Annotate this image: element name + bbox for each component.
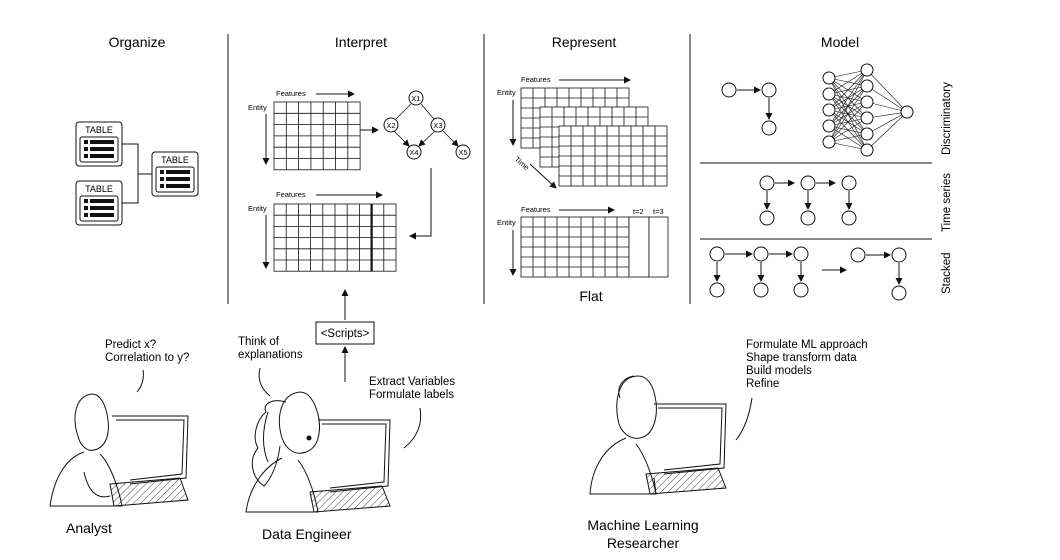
neural-network	[822, 63, 914, 157]
grid-block	[273, 203, 397, 272]
stacked-label: Stacked	[941, 252, 953, 294]
grid-layer	[558, 125, 668, 187]
nn-edge	[866, 111, 908, 151]
time-series-model	[759, 175, 857, 226]
table-icon: TABLE	[75, 121, 123, 167]
organize-tables: TABLE TABLE TABLE	[75, 121, 199, 226]
nn-edge	[866, 111, 908, 135]
researcher-figure	[589, 375, 727, 495]
flat-grid	[520, 216, 669, 278]
table-icon: TABLE	[151, 151, 199, 197]
time-series-label: Time series	[941, 173, 953, 232]
time-stacked-grids	[520, 87, 668, 187]
discriminatory-simple-model	[721, 82, 777, 136]
model-section: Discriminatory Time series Stacked	[700, 63, 953, 301]
researcher-bubble-line-4: Refine	[746, 378, 779, 390]
grid-block	[273, 101, 361, 171]
role-researcher-line-2: Researcher	[607, 535, 680, 551]
nn-node	[860, 95, 874, 109]
nn-node	[860, 79, 874, 93]
interpret-section: Features Entity X1 X2 X3 X4 X5 Features …	[248, 89, 471, 272]
entity-label: Entity	[497, 88, 516, 97]
researcher-bubble-line-1: Formulate ML approach	[746, 339, 868, 351]
column-dividers	[227, 34, 691, 304]
role-engineer: Data Engineer	[262, 526, 352, 542]
features-label: Features	[521, 205, 551, 214]
header-represent: Represent	[552, 34, 617, 50]
features-label: Features	[276, 190, 306, 199]
nn-node	[860, 111, 874, 125]
nn-edge	[828, 101, 868, 143]
nn-node	[900, 105, 914, 119]
engineer-think-line-2: explanations	[238, 349, 303, 361]
node-x2: X2	[386, 121, 395, 130]
nn-node	[860, 127, 874, 141]
t2-label: t=2	[633, 207, 644, 216]
node-x3: X3	[433, 121, 442, 130]
engineer-think-line-1: Think of	[238, 336, 280, 348]
nn-node	[822, 71, 836, 85]
header-organize: Organize	[109, 34, 166, 50]
engineer-figure	[245, 391, 391, 513]
discriminatory-label: Discriminatory	[941, 82, 953, 155]
grid-block	[520, 216, 630, 278]
engineer-extract-line-1: Extract Variables	[369, 376, 455, 388]
time-label: Time	[513, 155, 531, 172]
entity-label: Entity	[497, 218, 516, 227]
t3-label: t=3	[653, 207, 664, 216]
nn-node	[822, 119, 836, 133]
feature-grid	[273, 101, 361, 171]
represent-section: Features Entity Time Features t=2 t=3 En…	[497, 75, 669, 304]
scripts-box: <Scripts>	[321, 328, 370, 340]
nn-edge	[828, 117, 868, 143]
node-x1: X1	[411, 94, 420, 103]
nn-edge	[866, 111, 908, 119]
researcher-bubble-line-3: Build models	[746, 365, 812, 377]
table-label: TABLE	[85, 125, 113, 135]
feature-grid-extended	[273, 203, 397, 272]
entity-label: Entity	[248, 103, 267, 112]
features-label: Features	[276, 89, 306, 98]
role-analyst: Analyst	[66, 520, 112, 536]
analyst-bubble-line-2: Correlation to y?	[105, 352, 189, 364]
nn-edge	[828, 69, 868, 95]
time-step-column	[628, 216, 650, 278]
node-x5: X5	[458, 148, 467, 157]
table-label: TABLE	[85, 184, 113, 194]
nn-edges	[828, 69, 908, 151]
nn-node	[860, 143, 874, 157]
nn-edge	[866, 85, 908, 113]
nn-node	[822, 87, 836, 101]
nn-edge	[828, 69, 868, 111]
analyst-figure	[49, 393, 189, 507]
role-researcher-line-1: Machine Learning	[587, 517, 698, 533]
table-label: TABLE	[161, 155, 189, 165]
nn-edge	[866, 69, 908, 113]
entity-label: Entity	[248, 204, 267, 213]
engineer-extract-line-2: Formulate labels	[369, 389, 454, 401]
nn-edge	[828, 69, 868, 143]
nn-edge	[828, 85, 868, 143]
analyst-bubble-line-1: Predict x?	[105, 339, 156, 351]
header-model: Model	[821, 34, 859, 50]
researcher-bubble-line-2: Shape transform data	[746, 352, 857, 364]
table-icon: TABLE	[75, 180, 123, 226]
causal-graph: X1 X2 X3 X4 X5	[383, 90, 471, 160]
node-x4: X4	[409, 148, 418, 157]
stacked-model	[709, 246, 907, 301]
nn-node	[822, 103, 836, 117]
time-step-column	[648, 216, 669, 278]
nn-node	[822, 135, 836, 149]
nn-edge	[866, 101, 908, 113]
nn-node	[860, 63, 874, 77]
flat-label: Flat	[579, 288, 602, 304]
header-interpret: Interpret	[335, 34, 387, 50]
features-label: Features	[521, 75, 551, 84]
nn-edge	[828, 69, 868, 127]
